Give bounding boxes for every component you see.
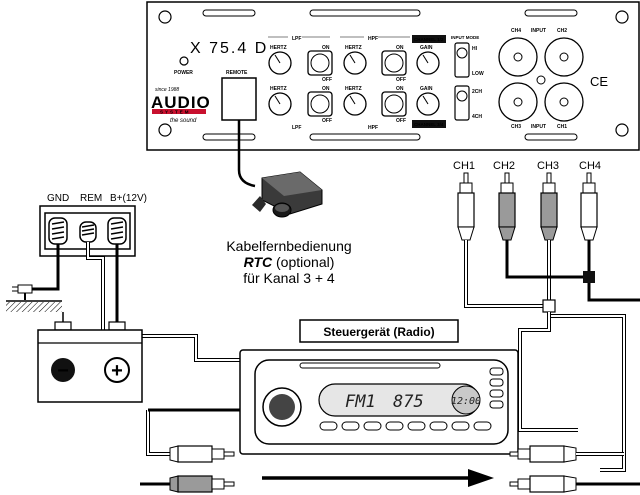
preset-button-5[interactable] xyxy=(407,421,426,431)
rtc-caption-line2: RTC (optional) xyxy=(244,254,335,270)
svg-text:OFF: OFF xyxy=(322,77,332,83)
svg-text:HERTZ: HERTZ xyxy=(270,86,287,92)
ce-mark: CE xyxy=(590,74,608,89)
svg-text:CH2: CH2 xyxy=(557,28,567,34)
head-unit-button-1[interactable] xyxy=(489,367,504,376)
svg-text:the sound: the sound xyxy=(170,118,197,124)
terminal-gnd-label: GND xyxy=(47,193,69,204)
rtc-caption-line1: Kabelfernbedienung xyxy=(226,238,351,254)
rca-cable-rear xyxy=(505,240,640,302)
amp-side-rca-plug-rear[interactable] xyxy=(509,475,577,493)
svg-text:AUDIO: AUDIO xyxy=(151,93,211,112)
rtc-caption-line3: für Kanal 3 + 4 xyxy=(243,270,335,286)
audio-system-logo: since 1988 AUDIO SYSTEM the sound xyxy=(151,87,211,124)
front-cable-junction xyxy=(542,299,556,313)
svg-text:OFF: OFF xyxy=(396,118,406,124)
svg-text:INPUT: INPUT xyxy=(531,124,546,130)
head-unit: FM1 875 12:00 xyxy=(239,349,519,455)
terminal-bplus-label: B+(12V) xyxy=(110,193,147,204)
preset-button-8[interactable] xyxy=(473,421,492,431)
preset-button-6[interactable] xyxy=(429,421,448,431)
rca-label-ch2: CH2 xyxy=(493,160,515,172)
head-unit-rca-cables-left xyxy=(140,408,240,486)
rca-cable-front xyxy=(464,240,626,472)
svg-text:OFF: OFF xyxy=(396,77,406,83)
power-label: POWER xyxy=(174,70,193,76)
remote-port[interactable] xyxy=(221,77,257,121)
ground-wire xyxy=(12,244,60,300)
rca-label-ch1: CH1 xyxy=(453,160,475,172)
svg-text:HERTZ: HERTZ xyxy=(345,45,362,51)
svg-text:OFF: OFF xyxy=(322,118,332,124)
svg-text:ON: ON xyxy=(396,86,404,92)
head-unit-rca-plug-front[interactable] xyxy=(169,445,235,463)
svg-text:CH4: CH4 xyxy=(511,28,521,34)
rca-labels: CH1 CH2 CH3 CH4 xyxy=(453,160,601,172)
hpf-label-bottom: HPF xyxy=(368,125,378,131)
battery-icon: − + xyxy=(37,321,143,403)
battery-plus-icon: + xyxy=(111,360,123,382)
svg-text:ON: ON xyxy=(322,86,330,92)
head-unit-rca-plug-rear[interactable] xyxy=(169,475,235,493)
terminal-rem-screw-icon[interactable] xyxy=(79,221,97,243)
svg-text:HERTZ: HERTZ xyxy=(345,86,362,92)
terminal-gnd-screw-icon[interactable] xyxy=(48,217,68,245)
svg-text:CH1: CH1 xyxy=(557,124,567,130)
display-clock: 12:00 xyxy=(451,396,481,407)
head-unit-button-2[interactable] xyxy=(489,378,504,387)
channel-34-label: CHANNEL 3/4 xyxy=(414,122,444,127)
amp-side-rca-plug-front[interactable] xyxy=(509,445,577,463)
signal-flow-arrow-icon xyxy=(262,469,494,487)
power-terminal-block: GND REM B+(12V) xyxy=(39,193,147,257)
terminal-rem-label: REM xyxy=(80,193,102,204)
svg-text:ON: ON xyxy=(322,45,330,51)
svg-text:GAIN: GAIN xyxy=(420,86,433,92)
preset-button-2[interactable] xyxy=(341,421,360,431)
preset-button-1[interactable] xyxy=(319,421,338,431)
preset-button-7[interactable] xyxy=(451,421,470,431)
terminal-bplus-screw-icon[interactable] xyxy=(107,217,127,245)
rca-label-ch4: CH4 xyxy=(579,160,601,172)
hpf-label-top: HPF xyxy=(368,36,378,42)
amplifier: X 75.4 D POWER since 1988 AUDIO SYSTEM t… xyxy=(146,1,640,151)
display-band: FM1 xyxy=(345,392,376,412)
svg-text:HI: HI xyxy=(472,46,478,52)
svg-text:ON: ON xyxy=(396,45,404,51)
lpf-label-top: LPF xyxy=(292,36,301,42)
lpf-label-bottom: LPF xyxy=(292,125,301,131)
display-frequency: 875 xyxy=(393,392,424,412)
input-mode-label: INPUT MODE xyxy=(451,35,479,40)
head-unit-button-4[interactable] xyxy=(489,400,504,409)
head-unit-button-3[interactable] xyxy=(489,389,504,398)
svg-text:since 1988: since 1988 xyxy=(155,87,179,93)
power-led-icon xyxy=(179,56,189,66)
svg-text:2CH: 2CH xyxy=(472,89,482,95)
rca-label-ch3: CH3 xyxy=(537,160,559,172)
svg-text:INPUT: INPUT xyxy=(531,28,546,34)
battery-minus-icon: − xyxy=(57,360,69,382)
remote-cable xyxy=(237,120,256,188)
amp-model: X 75.4 D xyxy=(190,40,268,57)
svg-text:CH3: CH3 xyxy=(511,124,521,130)
rear-cable-junction xyxy=(583,271,595,283)
remote-label: REMOTE xyxy=(226,70,248,76)
svg-text:4CH: 4CH xyxy=(472,114,482,120)
chassis-ground-icon xyxy=(6,300,62,312)
channel-12-label: CHANNEL 1/2 xyxy=(414,37,444,42)
rtc-remote-icon[interactable] xyxy=(252,171,323,218)
svg-text:HERTZ: HERTZ xyxy=(270,45,287,51)
rca-plug-ch2[interactable] xyxy=(498,172,516,241)
svg-text:SYSTEM: SYSTEM xyxy=(160,110,191,115)
rca-plug-ch4[interactable] xyxy=(580,172,598,241)
head-unit-title: Steuergerät (Radio) xyxy=(323,325,434,339)
preset-button-3[interactable] xyxy=(363,421,382,431)
svg-text:LOW: LOW xyxy=(472,71,484,77)
svg-text:GAIN: GAIN xyxy=(420,45,433,51)
rca-plug-ch3[interactable] xyxy=(540,172,558,241)
rca-plug-ch1[interactable] xyxy=(457,172,475,241)
preset-button-4[interactable] xyxy=(385,421,404,431)
